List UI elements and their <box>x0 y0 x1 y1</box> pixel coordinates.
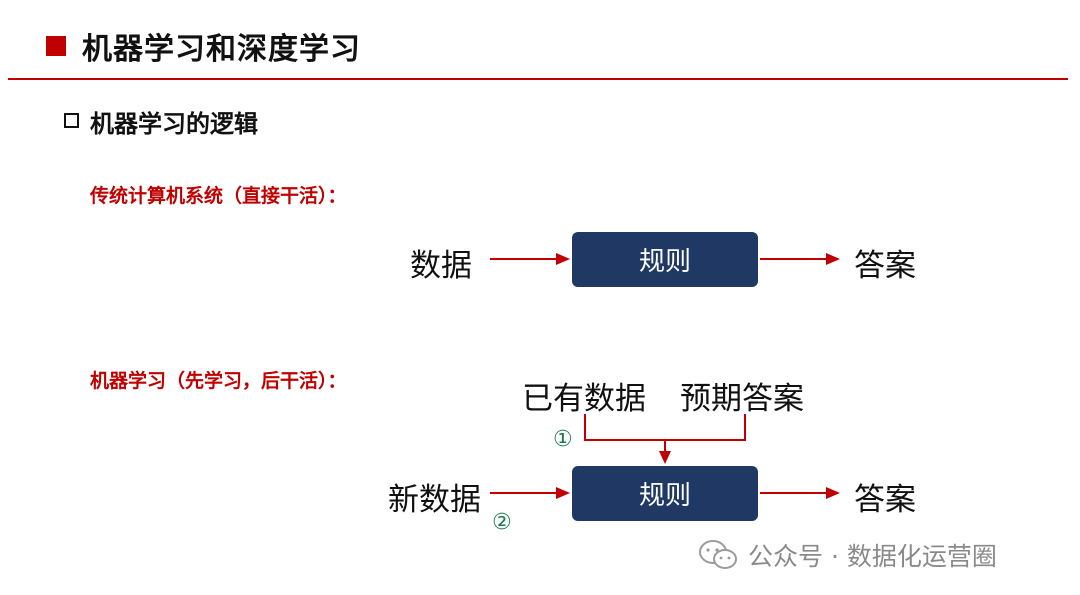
traditional-rule-label: 规则 <box>638 247 691 277</box>
arrowhead <box>826 253 840 265</box>
title-marker <box>46 36 66 56</box>
arrowhead <box>826 487 840 499</box>
traditional-rule-box: 规则 <box>572 232 758 287</box>
watermark-text: 公众号 · 数据化运营圈 <box>748 542 997 571</box>
merge-bracket <box>584 414 746 441</box>
ml-rule-label: 规则 <box>638 481 691 511</box>
arrowhead <box>556 487 570 499</box>
step-1-marker: ① <box>553 427 573 452</box>
watermark: 公众号 · 数据化运营圈 <box>698 537 997 573</box>
step-2-marker: ② <box>492 510 512 535</box>
ml-existing-data: 已有数据 <box>522 381 646 417</box>
traditional-output: 答案 <box>854 248 916 284</box>
arrowhead <box>659 451 671 464</box>
ml-output: 答案 <box>854 482 916 518</box>
arrowhead <box>556 253 570 265</box>
ml-expected-answers: 预期答案 <box>680 381 804 417</box>
traditional-label: 传统计算机系统（直接干活）： <box>90 185 347 207</box>
ml-rule-box: 规则 <box>572 466 758 521</box>
wechat-icon <box>699 540 737 569</box>
title-divider <box>8 78 1068 80</box>
ml-new-data: 新数据 <box>388 482 481 518</box>
ml-label: 机器学习（先学习，后干活）： <box>90 370 347 392</box>
bullet-square-icon <box>64 113 79 128</box>
traditional-input: 数据 <box>410 248 472 284</box>
page-title: 机器学习和深度学习 <box>82 32 361 67</box>
section-heading: 机器学习的逻辑 <box>90 110 258 138</box>
